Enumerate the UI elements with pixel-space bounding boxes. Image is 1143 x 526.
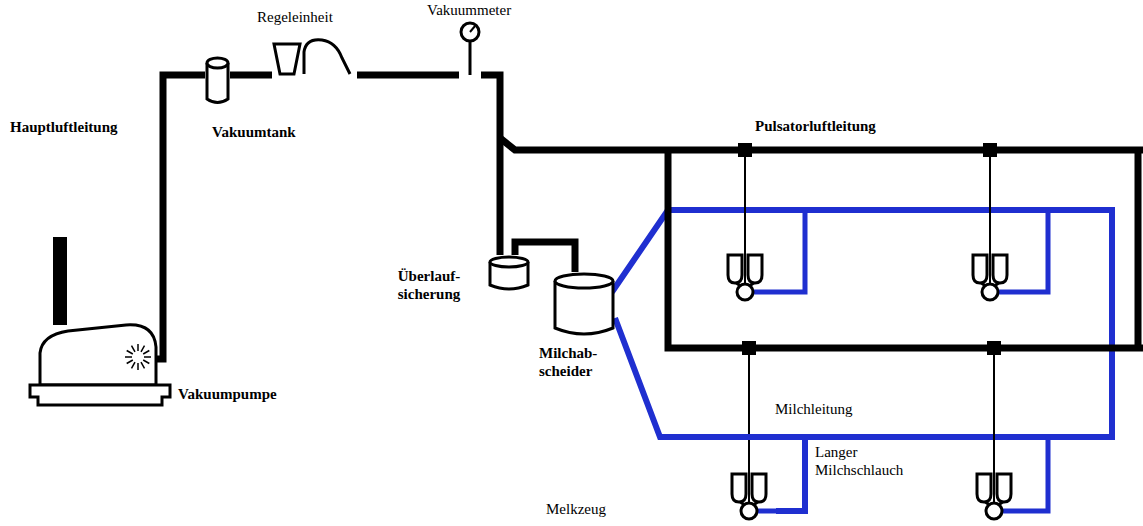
pulsator-tube: [744, 157, 746, 283]
regulator: Regeleinheit: [272, 38, 357, 76]
vacuum-tank: Vakuumtank: [205, 55, 230, 105]
vacuum-pump-shape: [28, 235, 178, 415]
pulsator-tube: [993, 355, 995, 502]
main-air-line-label: Hauptluftleitung: [10, 118, 118, 136]
overflow-trap-shape: [488, 255, 530, 290]
pulsator: [742, 341, 756, 355]
part-label: Überlauf- sicherung: [380, 267, 478, 303]
milk-line: [612, 210, 1112, 437]
milk-line-label: Milchleitung: [775, 400, 853, 418]
vacuum-gauge-shape: [459, 20, 481, 75]
pipe-connector: [230, 72, 272, 79]
milking-unit: [973, 255, 1007, 300]
overflow-trap: Überlauf- sicherung: [488, 255, 530, 290]
pipe-connector: [357, 72, 459, 79]
pulsator: [983, 143, 997, 157]
milking-unit-shape: [726, 466, 776, 524]
pulsator-tube: [748, 355, 750, 502]
pulsator-air-line: [500, 138, 1143, 348]
part-label: Regeleinheit: [257, 8, 333, 26]
pulsator: [738, 143, 752, 157]
pipe-connector: [481, 75, 500, 255]
long-milk-hose-label: Langer Milchschlauch: [815, 443, 927, 479]
milking-unit: Melkzeug: [726, 466, 776, 524]
pulsator-air-line-label: Pulsatorluftleitung: [755, 117, 876, 135]
milk-separator: Milchab- scheider: [553, 272, 615, 337]
regulator-shape: [272, 38, 357, 76]
milking-unit: [728, 255, 762, 300]
pulsator-tube: [989, 157, 991, 283]
milking-unit: [977, 474, 1011, 519]
part-label: Vakuumtank: [212, 123, 296, 141]
vacuum-tank-shape: [205, 55, 230, 105]
vacuum-gauge: Vakuummeter: [459, 20, 481, 75]
pulsator: [987, 341, 1001, 355]
part-label: Melkzeug: [546, 500, 606, 518]
milk-separator-shape: [553, 272, 615, 337]
part-label: Vakuumpumpe: [178, 385, 277, 403]
vacuum-pump: Vakuumpumpe: [28, 235, 178, 415]
part-label: Milchab- scheider: [539, 344, 617, 380]
pipe-connector: [163, 75, 205, 235]
part-label: Vakuummeter: [427, 1, 511, 19]
